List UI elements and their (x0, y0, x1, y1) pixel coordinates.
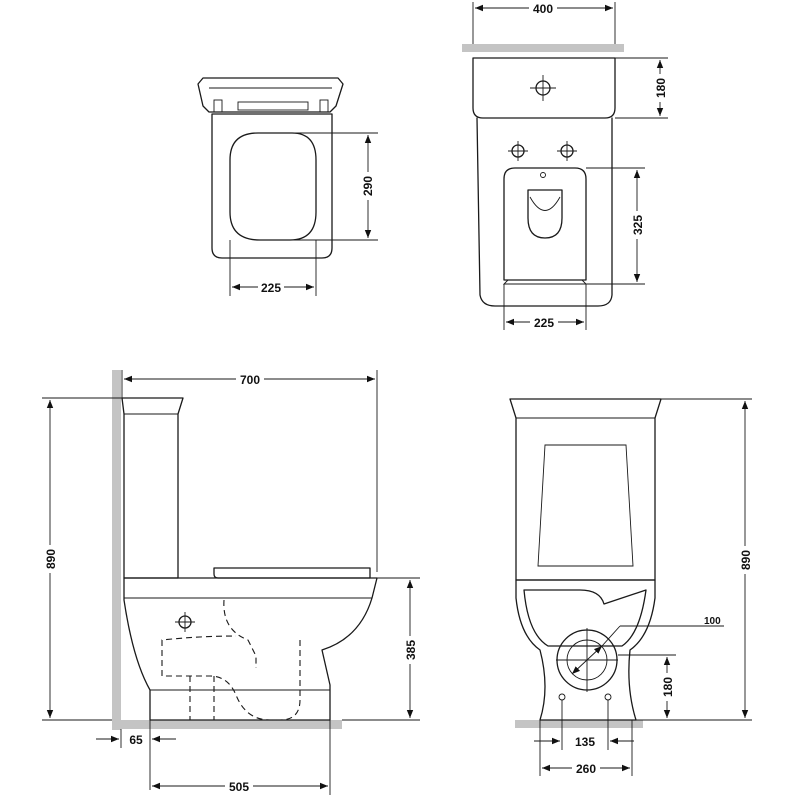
top-view: 290 225 (197, 77, 378, 296)
side-seat (213, 567, 371, 579)
floor-hatch-front (515, 720, 643, 728)
front-tank (509, 398, 662, 581)
dim-wall-to-outlet: 65 (129, 733, 143, 747)
side-view: 700 890 385 65 (42, 370, 420, 795)
cistern-lid (197, 77, 344, 113)
dim-depth: 700 (240, 373, 260, 387)
side-tank (121, 397, 184, 579)
dim-fixing-spacing: 135 (575, 735, 595, 749)
dim-front-height: 890 (739, 550, 753, 570)
side-bowl (123, 577, 378, 721)
dim-wall-to-fixing: 505 (229, 780, 249, 794)
floor-hatch-side (112, 720, 342, 729)
dim-outlet-width: 225 (534, 316, 554, 330)
wall-hatch-top (462, 44, 624, 52)
front-bowl (515, 579, 656, 721)
bowl-outline (476, 117, 613, 307)
back-view: 400 180 325 (462, 2, 668, 330)
dim-outlet-center-height: 180 (661, 677, 675, 697)
seat-outer (211, 113, 333, 259)
dim-outlet-diameter: 100 (704, 616, 721, 627)
wall-hatch-side (112, 370, 121, 730)
dim-height: 890 (44, 549, 58, 569)
side-trap-hidden (161, 599, 301, 721)
front-view: 100 890 180 135 260 (509, 398, 753, 776)
dim-seat-inner-width: 225 (261, 281, 281, 295)
dim-seat-inner-length: 290 (361, 176, 375, 196)
dim-tank-depth: 180 (654, 78, 668, 98)
dim-seat-height: 385 (404, 640, 418, 660)
seat-opening (229, 132, 317, 241)
outlet-outline (503, 167, 587, 281)
dim-width: 400 (533, 2, 553, 16)
dim-outlet-height: 325 (631, 215, 645, 235)
tank-outline (472, 57, 616, 119)
dim-base-width: 260 (576, 762, 596, 776)
